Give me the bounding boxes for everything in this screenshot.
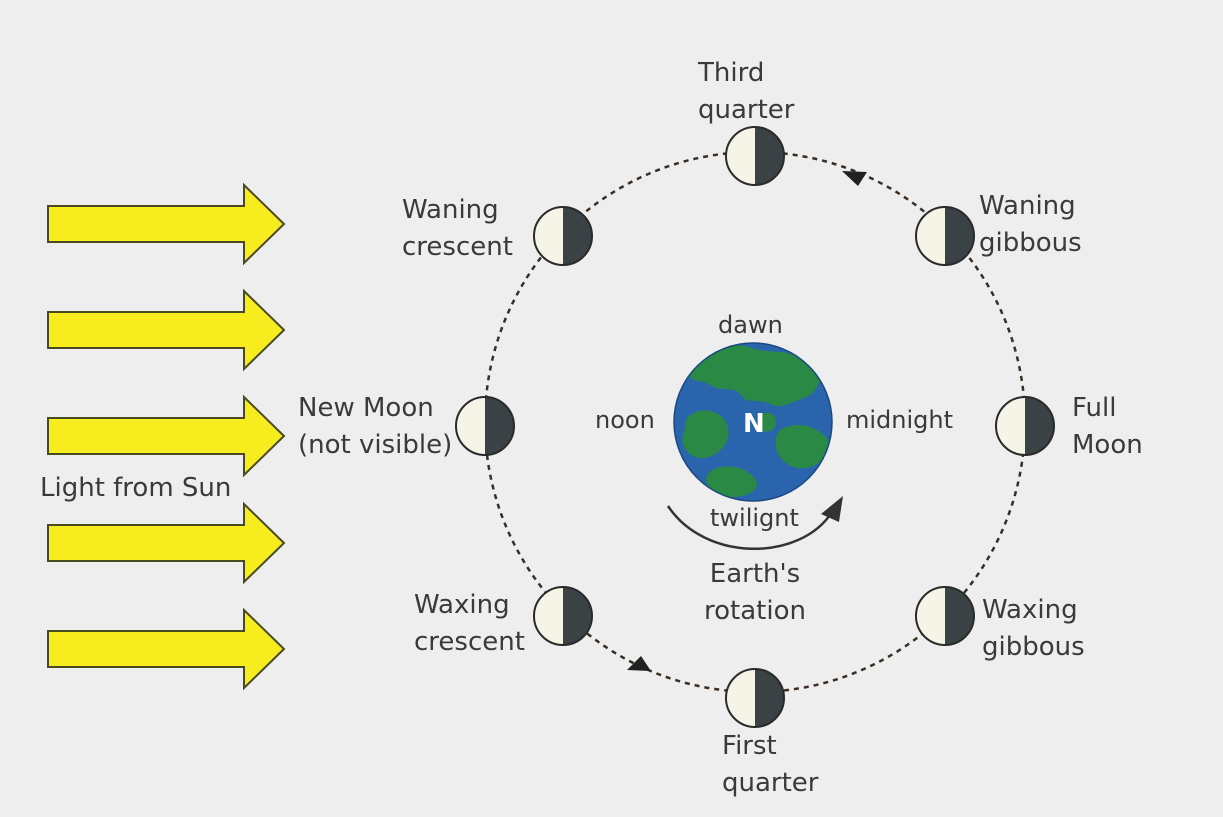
moon-first-quarter — [725, 668, 785, 728]
light-from-sun-label: Light from Sun — [40, 473, 232, 503]
waning-gibbous-label: Waning gibbous — [979, 191, 1082, 258]
earth-rotation-arrow — [666, 505, 834, 550]
dawn-label: dawn — [718, 311, 783, 339]
full-moon-label: Full Moon — [1072, 393, 1143, 460]
first-quarter-label: First quarter — [722, 731, 819, 798]
moon-third-quarter — [725, 126, 785, 186]
orbit-arrow-icon — [627, 656, 651, 671]
moon-waxing-gibbous — [915, 586, 975, 646]
moon-waxing-crescent — [533, 586, 593, 646]
moon-full — [995, 396, 1055, 456]
earth — [673, 342, 833, 502]
sun-arrow — [47, 288, 286, 372]
sun-arrow — [47, 501, 286, 585]
sun-arrow — [47, 394, 286, 478]
noon-label: noon — [595, 406, 655, 434]
orbit-arrow-icon — [842, 171, 867, 186]
sun-arrow — [47, 182, 286, 266]
moon-waning-crescent — [533, 206, 593, 266]
twilight-label: twilignt — [710, 504, 799, 532]
earth-rotation-label: Earth's rotation — [704, 559, 806, 626]
rotation-arrowhead-icon — [821, 496, 843, 522]
waning-crescent-label: Waning crescent — [402, 195, 513, 262]
sun-arrows — [47, 182, 286, 691]
moons — [455, 126, 1055, 728]
sun-arrow — [47, 607, 286, 691]
north-pole-label: N — [743, 409, 765, 439]
moon-new — [455, 396, 515, 456]
waxing-crescent-label: Waxing crescent — [414, 590, 525, 657]
waxing-gibbous-label: Waxing gibbous — [982, 595, 1085, 662]
new-moon-label: New Moon (not visible) — [298, 393, 453, 460]
midnight-label: midnight — [846, 406, 954, 434]
moon-waning-gibbous — [915, 206, 975, 266]
third-quarter-label: Third quarter — [698, 58, 795, 125]
